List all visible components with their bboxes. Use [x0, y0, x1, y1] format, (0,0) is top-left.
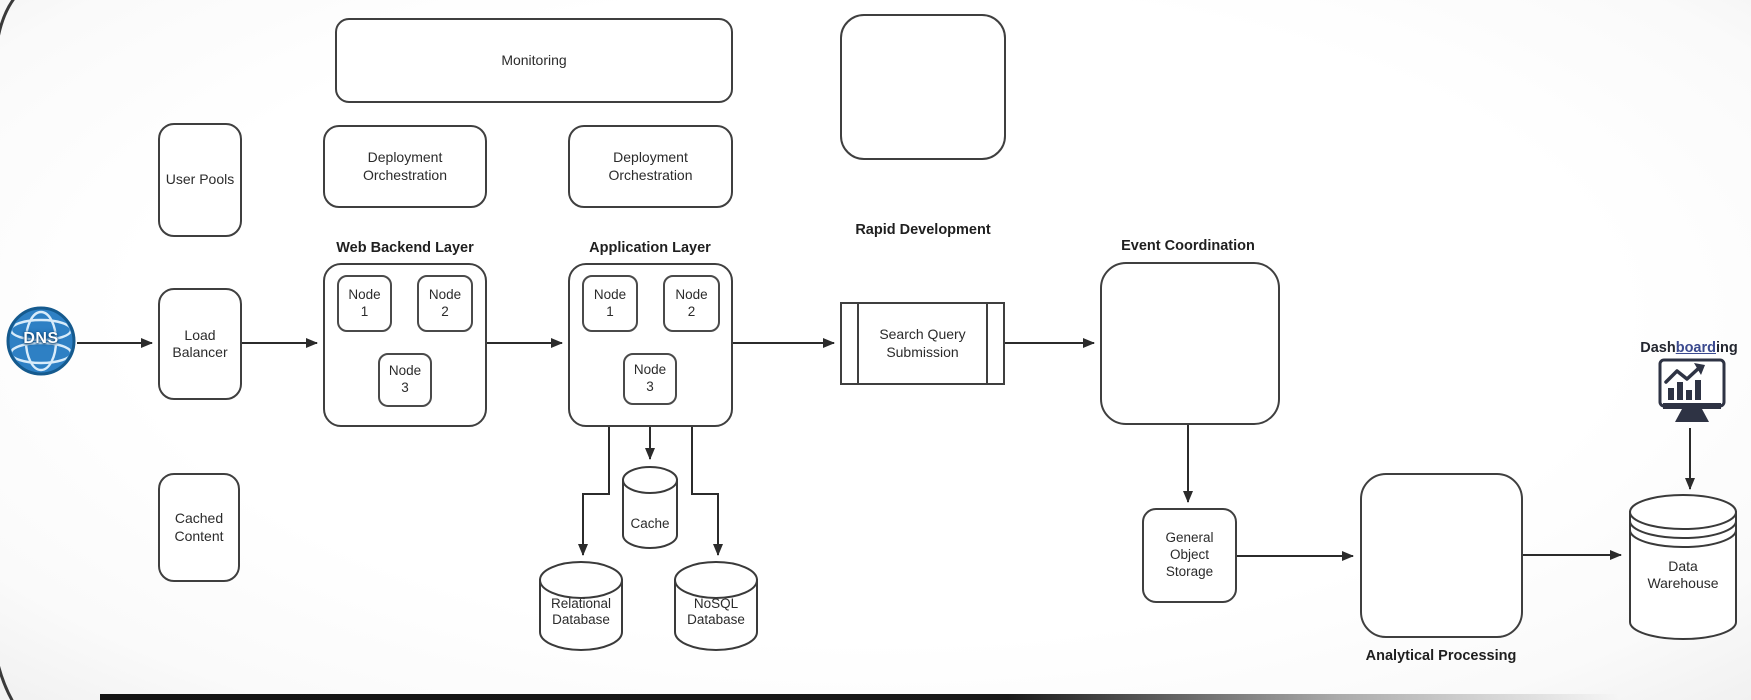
- deployment-orchestration-right-box: Deployment Orchestration: [568, 125, 733, 208]
- relational-database-cylinder: [539, 561, 623, 651]
- dashboarding-caption-post: ing: [1716, 340, 1738, 356]
- canvas-frame-arc: [0, 0, 15, 700]
- dashboard-monitor-icon: [1658, 358, 1726, 422]
- user-pools-box: User Pools: [158, 123, 242, 237]
- web-backend-layer-box: [323, 263, 487, 427]
- cached-content-box: Cached Content: [158, 473, 240, 582]
- web-backend-node-1: Node 1: [337, 275, 392, 332]
- analytical-processing-caption: Analytical Processing: [1365, 648, 1517, 664]
- relational-database-label: Relational Database: [550, 596, 612, 628]
- node-label: Node 1: [593, 286, 627, 319]
- data-warehouse-label: Data Warehouse: [1647, 558, 1719, 592]
- bottom-edge-bar: [100, 694, 1751, 700]
- node-label: Node 3: [633, 362, 667, 394]
- event-coordination-caption: Event Coordination: [1121, 238, 1255, 254]
- application-node-2: Node 2: [663, 275, 720, 332]
- queue-bar-right: [986, 302, 988, 385]
- trend-line-glyph: [1664, 363, 1705, 384]
- web-backend-node-3: Node 3: [378, 353, 432, 407]
- deployment-orchestration-left-label: Deployment Orchestration: [362, 149, 448, 183]
- nosql-database-label: NoSQL Database: [687, 596, 745, 628]
- application-node-3: Node 3: [623, 353, 677, 405]
- rapid-development-box: [840, 14, 1006, 160]
- application-layer-caption: Application Layer: [589, 240, 711, 256]
- event-coordination-box: [1100, 262, 1280, 425]
- load-balancer-label: Load Balancer: [172, 326, 228, 360]
- search-query-submission-label: Search Query Submission: [879, 326, 966, 360]
- cached-content-label: Cached Content: [174, 510, 224, 544]
- application-layer-box: [568, 263, 733, 427]
- monitoring-box: Monitoring: [335, 18, 733, 103]
- general-object-storage-label: General Object Storage: [1165, 530, 1214, 579]
- cache-cylinder: [622, 466, 678, 549]
- queue-bar-left: [857, 302, 859, 385]
- arrow-application-to-relational: [578, 427, 610, 556]
- arrow-application-to-nosql: [691, 427, 723, 556]
- monitoring-label: Monitoring: [501, 51, 567, 68]
- node-label: Node 2: [428, 286, 462, 319]
- general-object-storage-box: General Object Storage: [1142, 508, 1237, 603]
- data-warehouse-cylinder: [1629, 494, 1737, 640]
- dashboarding-caption-pre: Dash: [1640, 340, 1676, 356]
- analytical-processing-box: [1360, 473, 1523, 638]
- bar-chart-glyph: [1668, 380, 1701, 400]
- web-backend-layer-caption: Web Backend Layer: [336, 240, 474, 256]
- cache-label: Cache: [630, 516, 670, 531]
- node-label: Node 1: [348, 286, 381, 319]
- dns-label: DNS: [23, 330, 59, 347]
- search-query-submission-box: Search Query Submission: [840, 302, 1005, 385]
- dashboarding-caption-mid: board: [1675, 340, 1716, 356]
- load-balancer-box: Load Balancer: [158, 288, 242, 400]
- deployment-orchestration-left-box: Deployment Orchestration: [323, 125, 487, 208]
- dashboarding-caption: Dashboarding: [1640, 340, 1738, 356]
- deployment-orchestration-right-label: Deployment Orchestration: [608, 149, 693, 183]
- nosql-database-cylinder: [674, 561, 758, 651]
- node-label: Node 2: [675, 286, 708, 319]
- dns-globe-icon: [6, 306, 76, 376]
- application-node-1: Node 1: [582, 275, 638, 332]
- web-backend-node-2: Node 2: [417, 275, 473, 332]
- node-label: Node 3: [388, 363, 422, 395]
- rapid-development-caption: Rapid Development: [855, 222, 991, 238]
- flow-arrows: [77, 338, 1695, 561]
- user-pools-label: User Pools: [165, 171, 235, 188]
